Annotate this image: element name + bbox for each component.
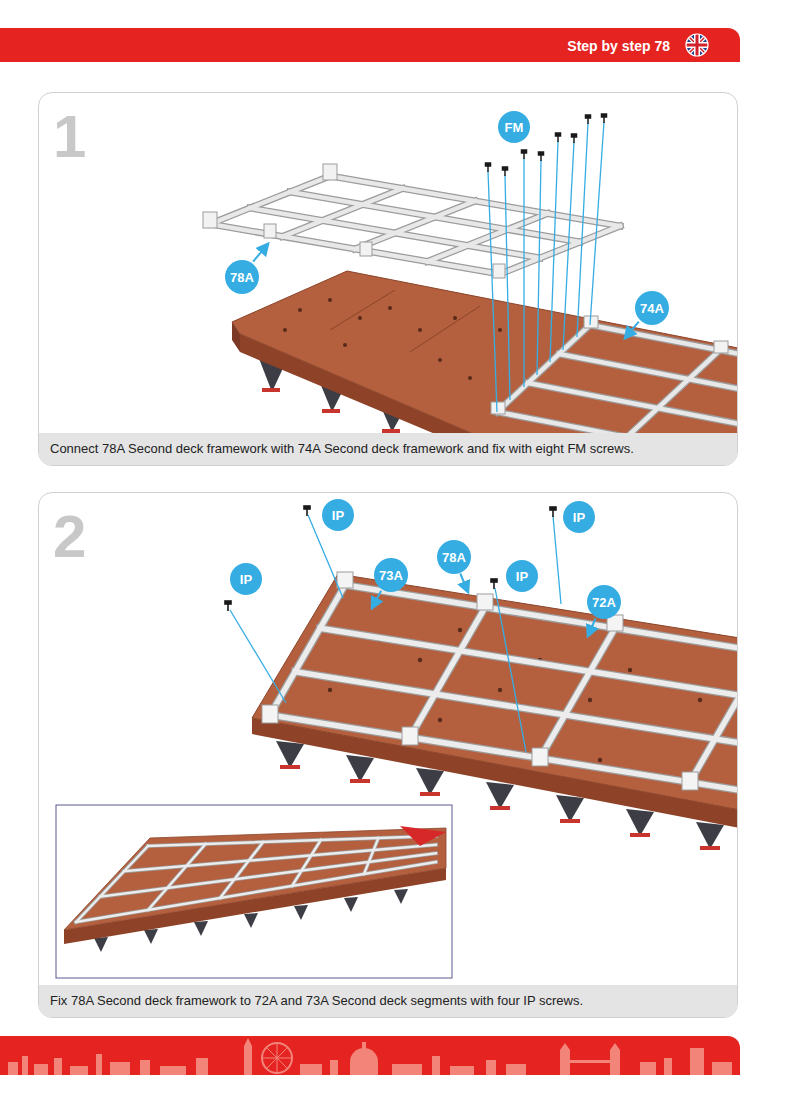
callout-text: 72A — [592, 595, 616, 610]
step-caption: Fix 78A Second deck framework to 72A and… — [39, 985, 737, 1017]
step-panel: 1Connect 78A Second deck framework with … — [38, 92, 738, 466]
callout-label: 72A — [587, 585, 621, 619]
callout-text: IP — [332, 508, 344, 523]
callout-label: IP — [506, 560, 538, 592]
callout-text: IP — [240, 572, 252, 587]
footer-band — [0, 1036, 740, 1075]
callout-text: 73A — [379, 568, 403, 583]
callout-text: IP — [573, 510, 585, 525]
callout-label: FM — [498, 111, 530, 143]
header-band — [0, 28, 740, 62]
skyline — [8, 1038, 732, 1075]
callout-text: 78A — [230, 270, 254, 285]
page-title: Step by step 78 — [567, 37, 670, 55]
callout-text: 74A — [640, 301, 664, 316]
callout-text: IP — [516, 569, 528, 584]
flag-icon — [686, 34, 708, 56]
callout-label: 78A — [437, 540, 471, 574]
step-caption: Connect 78A Second deck framework with 7… — [39, 433, 737, 465]
step-number: 1 — [53, 107, 86, 167]
step-number: 2 — [53, 507, 86, 567]
callout-label: IP — [563, 501, 595, 533]
step1-illustration — [203, 114, 737, 436]
callout-text: 78A — [442, 550, 466, 565]
callout-label: IP — [322, 499, 354, 531]
callout-text: FM — [505, 120, 524, 135]
callout-label: IP — [230, 563, 262, 595]
callout-label: 74A — [635, 291, 669, 325]
step2-illustration — [56, 506, 737, 978]
callout-label: 73A — [374, 558, 408, 592]
callout-label: 78A — [225, 260, 259, 294]
step-panel: 2Fix 78A Second deck framework to 72A an… — [38, 492, 738, 1018]
